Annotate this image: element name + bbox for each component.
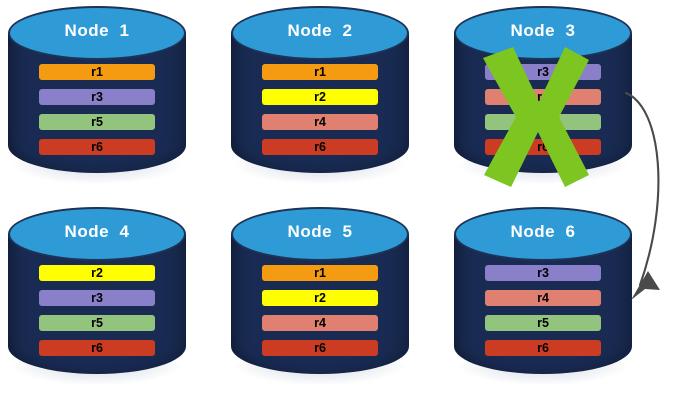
record-stripe[interactable]: r2 xyxy=(262,89,378,105)
record-stripe[interactable]: r3 xyxy=(39,89,155,105)
record-stripe[interactable]: r4 xyxy=(485,290,601,306)
record-stripe[interactable]: r5 xyxy=(485,114,601,130)
cylinder-top xyxy=(8,207,186,261)
record-stripe[interactable]: r3 xyxy=(485,64,601,80)
node-4[interactable]: Node 4 r2 r3 r5 r6 xyxy=(6,201,188,385)
node-title: Node 4 xyxy=(64,222,130,241)
node-1[interactable]: Node 1 r1 r3 r5 r6 xyxy=(6,0,188,184)
record-stripe[interactable]: r3 xyxy=(39,290,155,306)
record-stripe[interactable]: r6 xyxy=(485,139,601,155)
record-stripe[interactable]: r6 xyxy=(485,340,601,356)
record-stripe[interactable]: r1 xyxy=(39,64,155,80)
record-list: r1 r2 r4 r6 xyxy=(229,0,411,182)
node-2[interactable]: Node 2 r1 r2 r4 r6 xyxy=(229,0,411,184)
record-stripe[interactable]: r2 xyxy=(39,265,155,281)
record-stripe[interactable]: r5 xyxy=(39,114,155,130)
node-title: Node 1 xyxy=(64,21,130,40)
record-stripe[interactable]: r5 xyxy=(485,315,601,331)
record-stripe[interactable]: r5 xyxy=(39,315,155,331)
node-6[interactable]: Node 6 r3 r4 r5 r6 xyxy=(452,201,634,385)
cylinder-top xyxy=(231,207,409,261)
node-title: Node 6 xyxy=(510,222,576,241)
record-list: r1 r2 r4 r6 xyxy=(229,201,411,383)
arrow-head-icon xyxy=(631,271,660,300)
record-stripe[interactable]: r1 xyxy=(262,64,378,80)
record-stripe[interactable]: r6 xyxy=(39,139,155,155)
record-stripe[interactable]: r2 xyxy=(262,290,378,306)
record-stripe[interactable]: r3 xyxy=(485,265,601,281)
node-title: Node 2 xyxy=(287,21,353,40)
record-stripe[interactable]: r6 xyxy=(262,340,378,356)
record-stripe[interactable]: r4 xyxy=(485,89,601,105)
record-list: r1 r3 r5 r6 xyxy=(6,0,188,182)
cylinder-top xyxy=(8,6,186,60)
node-3[interactable]: Node 3 r3 r4 r5 r6 xyxy=(452,0,634,187)
record-list: r3 r4 r5 r6 xyxy=(452,201,634,383)
record-stripe[interactable]: r4 xyxy=(262,114,378,130)
cylinder-top xyxy=(231,6,409,60)
node-title: Node 5 xyxy=(287,222,353,241)
node-5[interactable]: Node 5 r1 r2 r4 r6 xyxy=(229,201,411,385)
node-title: Node 3 xyxy=(510,21,576,40)
record-stripe[interactable]: r6 xyxy=(39,340,155,356)
record-list: r2 r3 r5 r6 xyxy=(6,201,188,383)
record-stripe[interactable]: r6 xyxy=(262,139,378,155)
record-stripe[interactable]: r1 xyxy=(262,265,378,281)
record-stripe[interactable]: r4 xyxy=(262,315,378,331)
